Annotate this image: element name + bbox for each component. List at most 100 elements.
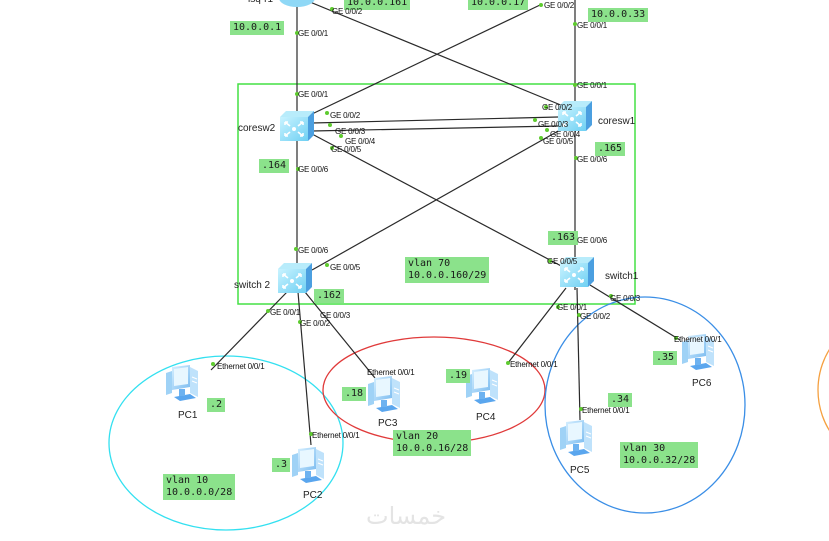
port-label: GE 0/0/5 (547, 257, 577, 266)
port-label: GE 0/0/6 (298, 165, 328, 174)
port-label: GE 0/0/2 (580, 312, 610, 321)
port-label: GE 0/0/3 (538, 120, 568, 129)
port-dot (330, 146, 334, 150)
port-label: GE 0/0/2 (544, 1, 574, 10)
ip-tag-switch1: .163 (548, 231, 579, 245)
port-label: GE 0/0/5 (331, 145, 361, 154)
port-label: Ethernet 0/0/1 (367, 368, 415, 377)
port-label: GE 0/0/4 (550, 130, 580, 139)
port-dot (577, 313, 581, 317)
pc1-computer-icon[interactable] (165, 364, 199, 402)
port-dot (545, 128, 549, 132)
pc2-name: PC2 (303, 490, 323, 501)
port-dot (295, 31, 299, 35)
port-dot (556, 305, 560, 309)
link-sw1-pc5 (576, 287, 581, 421)
port-label: Ethernet 0/0/1 (582, 406, 630, 415)
port-dot (211, 362, 215, 366)
ip-tag-router-17: 10.0.0.17 (468, 0, 529, 10)
port-label: GE 0/0/1 (298, 90, 328, 99)
pc6-name: PC6 (692, 378, 712, 389)
router-name: lsq-r1 (248, 0, 273, 5)
switch1-name: switch1 (605, 271, 639, 282)
port-dot (328, 123, 332, 127)
link-sw2-pc2 (297, 291, 312, 446)
ip-tag-pc5: .34 (608, 393, 633, 407)
vlan20-name: vlan 20 (396, 431, 439, 442)
pc5-name: PC5 (570, 465, 590, 476)
link-cs2-sw1 (311, 133, 566, 269)
port-dot (544, 105, 548, 109)
port-dot (298, 320, 302, 324)
ip-tag-coresw1: .165 (595, 142, 626, 156)
port-dot (609, 294, 613, 298)
pc4-computer-icon[interactable] (465, 367, 499, 405)
vlan10-subnet: 10.0.0.0/28 (166, 487, 233, 498)
link-sw2-pc3 (304, 291, 376, 379)
ip-tag-pc6: .35 (653, 351, 678, 365)
pc3-computer-icon[interactable] (367, 375, 401, 413)
port-dot (573, 83, 577, 87)
port-dot (574, 156, 578, 160)
port-label: GE 0/0/3 (335, 127, 365, 136)
vlan70-name: vlan 70 (408, 258, 451, 269)
port-dot (266, 309, 270, 313)
port-label: Ethernet 0/0/1 (217, 362, 265, 371)
port-label: GE 0/0/2 (300, 319, 330, 328)
port-dot (533, 118, 537, 122)
switch2-name: switch 2 (234, 280, 271, 291)
port-dot (539, 3, 543, 7)
ip-tag-router-1: 10.0.0.1 (230, 21, 285, 35)
port-label: GE 0/0/2 (332, 7, 362, 16)
pc5-computer-icon[interactable] (559, 419, 593, 457)
watermark: خمسات (366, 502, 447, 530)
ip-tag-switch2: .162 (314, 289, 345, 303)
ip-tag-coresw2: .164 (259, 159, 290, 173)
port-dot (548, 259, 552, 263)
port-dot (330, 7, 334, 11)
vlan70-subnet: 10.0.0.160/29 (408, 270, 487, 281)
ip-tag-pc1: .2 (207, 398, 226, 412)
ip-tag-pc2: .3 (272, 458, 291, 472)
port-label: Ethernet 0/0/1 (674, 335, 722, 344)
link-sw1-pc4 (507, 287, 567, 364)
port-label: GE 0/0/2 (542, 103, 572, 112)
coresw1-name: coresw1 (598, 116, 636, 127)
vlan30-area (544, 296, 746, 514)
vlan70-area (237, 83, 636, 305)
ip-tag-pc4: .19 (446, 369, 471, 383)
pc1-name: PC1 (178, 410, 198, 421)
port-dot (296, 167, 300, 171)
link-sw1-pc6 (589, 284, 681, 341)
port-label: GE 0/0/1 (557, 303, 587, 312)
port-label: GE 0/0/1 (270, 308, 300, 317)
pc2-computer-icon[interactable] (291, 446, 325, 484)
port-label: GE 0/0/1 (577, 21, 607, 30)
port-dot (325, 263, 329, 267)
port-label: Ethernet 0/0/1 (312, 431, 360, 440)
switch2-switch-icon[interactable] (277, 262, 313, 294)
port-dot (506, 361, 510, 365)
port-label: GE 0/0/3 (320, 311, 350, 320)
port-dot (539, 136, 543, 140)
port-label: GE 0/0/4 (345, 137, 375, 146)
port-dot (339, 134, 343, 138)
port-dot (579, 407, 583, 411)
port-label: GE 0/0/5 (330, 263, 360, 272)
link-sw2-pc1 (210, 291, 288, 371)
pc3-name: PC3 (378, 418, 398, 429)
port-dot (295, 92, 299, 96)
pc4-name: PC4 (476, 412, 496, 423)
port-label: GE 0/0/6 (577, 155, 607, 164)
ip-tag-router-33: 10.0.0.33 (588, 8, 649, 22)
coresw2-switch-icon[interactable] (279, 110, 315, 142)
vlan10-area (108, 355, 344, 531)
vlan20-subnet: 10.0.0.16/28 (396, 443, 469, 454)
port-dot (325, 111, 329, 115)
port-label: GE 0/0/5 (543, 137, 573, 146)
port-dot (573, 22, 577, 26)
port-label: GE 0/0/3 (610, 294, 640, 303)
